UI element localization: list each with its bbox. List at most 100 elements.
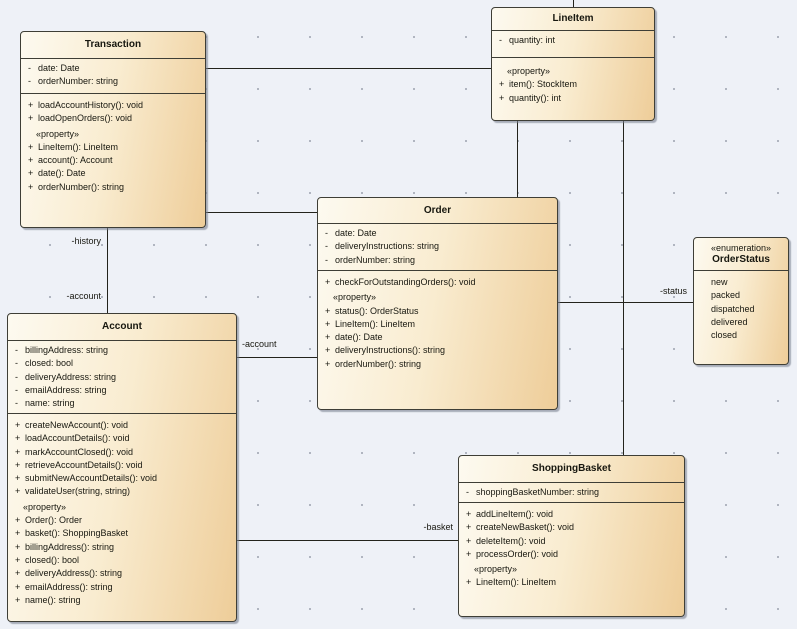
connector-lineitem-shoppingbasket[interactable] bbox=[623, 121, 624, 456]
member-text: createNewAccount(): void bbox=[25, 420, 129, 430]
enum-value: new bbox=[711, 277, 728, 287]
member-row: -name: string bbox=[8, 397, 236, 410]
operations-compartment: +checkForOutstandingOrders(): void«prope… bbox=[318, 271, 557, 409]
member-text: orderNumber: string bbox=[335, 254, 416, 265]
visibility-marker: + bbox=[15, 528, 21, 539]
member-text: deliveryAddress(): string bbox=[25, 568, 123, 579]
member-text: orderNumber: string bbox=[38, 76, 119, 87]
class-name: LineItem bbox=[552, 13, 594, 24]
visibility-marker: + bbox=[15, 594, 21, 605]
member-text: submitNewAccountDetails(): void bbox=[25, 473, 158, 484]
class-shoppingbasket[interactable]: ShoppingBasket -shoppingBasketNumber: st… bbox=[458, 455, 685, 617]
member-text: name: string bbox=[25, 398, 75, 409]
attributes-compartment: -quantity: int bbox=[492, 31, 654, 58]
member-text: retrieveAccountDetails(): void bbox=[25, 459, 143, 470]
member-row: +checkForOutstandingOrders(): void bbox=[318, 276, 557, 289]
visibility-marker: + bbox=[325, 277, 331, 287]
member-row: +loadOpenOrders(): void bbox=[21, 112, 205, 125]
member-row: +quantity(): int bbox=[492, 92, 654, 105]
attributes-compartment: -shoppingBasketNumber: string bbox=[459, 483, 684, 503]
visibility-marker: + bbox=[15, 420, 21, 430]
enum-value: delivered bbox=[711, 316, 748, 327]
class-order[interactable]: Order -date: Date-deliveryInstructions: … bbox=[317, 197, 558, 410]
member-row: +LineItem(): LineItem bbox=[21, 141, 205, 154]
visibility-marker: + bbox=[466, 548, 472, 559]
role-label-account: -account bbox=[242, 339, 277, 349]
connector-account-shoppingbasket[interactable] bbox=[237, 540, 458, 541]
class-name: OrderStatus bbox=[712, 254, 770, 265]
connector-transaction-lineitem[interactable] bbox=[206, 68, 491, 69]
member-text: LineItem(): LineItem bbox=[335, 318, 416, 329]
visibility-marker: - bbox=[15, 398, 18, 409]
member-row: + deleteItem(): void bbox=[459, 535, 684, 548]
member-row: -date: Date bbox=[318, 227, 557, 240]
member-row: + deliveryAddress(): string bbox=[8, 567, 236, 580]
attributes-compartment: -date: Date-deliveryInstructions: string… bbox=[318, 224, 557, 271]
visibility-marker: + bbox=[28, 100, 34, 110]
visibility-marker: + bbox=[466, 522, 472, 533]
visibility-marker: - bbox=[28, 63, 31, 73]
visibility-marker: - bbox=[15, 358, 18, 369]
visibility-marker: + bbox=[325, 305, 331, 316]
member-text: basket(): ShoppingBasket bbox=[25, 528, 129, 539]
visibility-marker: + bbox=[15, 568, 21, 579]
connector-lineitem-order[interactable] bbox=[517, 121, 518, 198]
member-text: deliveryInstructions: string bbox=[335, 241, 440, 252]
visibility-marker: + bbox=[499, 79, 505, 90]
connector-transaction-account[interactable] bbox=[107, 227, 108, 314]
member-text: date: Date bbox=[38, 63, 80, 73]
member-text: loadAccountHistory(): void bbox=[38, 100, 144, 110]
member-row: -date: Date bbox=[21, 62, 205, 75]
visibility-marker: + bbox=[15, 581, 21, 592]
member-text: validateUser(string, string) bbox=[25, 486, 131, 497]
visibility-marker: + bbox=[466, 535, 472, 546]
member-row: +LineItem(): LineItem bbox=[318, 318, 557, 331]
operations-compartment: «property»+item(): StockItem+quantity():… bbox=[492, 58, 654, 120]
member-row: -closed: bool bbox=[8, 357, 236, 370]
visibility-marker: + bbox=[15, 473, 21, 484]
member-row: +item(): StockItem bbox=[492, 78, 654, 91]
connector-order-orderstatus[interactable] bbox=[558, 302, 693, 303]
member-text: loadOpenOrders(): void bbox=[38, 113, 133, 124]
visibility-marker: + bbox=[466, 509, 472, 519]
visibility-marker: + bbox=[15, 554, 21, 565]
member-text: emailAddress: string bbox=[25, 384, 107, 395]
role-label-history: -history bbox=[71, 236, 101, 246]
member-row: + createNewAccount(): void bbox=[8, 419, 236, 432]
member-row: +Order(): Order bbox=[8, 514, 236, 527]
member-text: markAccountClosed(): void bbox=[25, 446, 134, 457]
member-text: quantity(): int bbox=[509, 92, 562, 103]
member-row: -orderNumber: string bbox=[318, 254, 557, 267]
member-row: + closed(): bool bbox=[8, 554, 236, 567]
visibility-marker: + bbox=[15, 433, 21, 444]
visibility-marker: + bbox=[28, 168, 34, 179]
class-account[interactable]: Account -billingAddress: string-closed: … bbox=[7, 313, 237, 622]
operations-compartment: +createNewAccount(): void+loadAccountDet… bbox=[8, 414, 236, 621]
member-row: +deliveryInstructions(): string bbox=[318, 344, 557, 357]
member-row: +validateUser(string, string) bbox=[8, 485, 236, 498]
connector-account-order[interactable] bbox=[237, 357, 317, 358]
visibility-marker: + bbox=[15, 515, 21, 526]
member-text: processOrder(): void bbox=[476, 548, 559, 559]
class-transaction[interactable]: Transaction -date: Date-orderNumber: str… bbox=[20, 31, 206, 228]
visibility-marker: + bbox=[15, 459, 21, 470]
visibility-marker: - bbox=[325, 228, 328, 238]
member-row: +createNewBasket(): void bbox=[459, 521, 684, 534]
visibility-marker: - bbox=[28, 76, 31, 87]
operations-compartment: +addLineItem(): void+createNewBasket(): … bbox=[459, 503, 684, 616]
member-text: closed(): bool bbox=[25, 554, 80, 565]
visibility-marker: - bbox=[499, 35, 502, 45]
class-lineitem[interactable]: LineItem -quantity: int «property»+item(… bbox=[491, 7, 655, 121]
visibility-marker: + bbox=[28, 181, 34, 192]
member-text: deleteItem(): void bbox=[476, 535, 546, 546]
class-title-bar: Account bbox=[8, 314, 236, 341]
visibility-marker: + bbox=[325, 332, 331, 343]
connector-lineitem-offscreen-top[interactable] bbox=[573, 0, 574, 8]
member-text: date: Date bbox=[335, 228, 377, 238]
member-row: + retrieveAccountDetails(): void bbox=[8, 459, 236, 472]
member-text: billingAddress: string bbox=[25, 345, 109, 355]
visibility-marker: + bbox=[325, 358, 331, 369]
connector-transaction-order[interactable] bbox=[206, 212, 317, 213]
